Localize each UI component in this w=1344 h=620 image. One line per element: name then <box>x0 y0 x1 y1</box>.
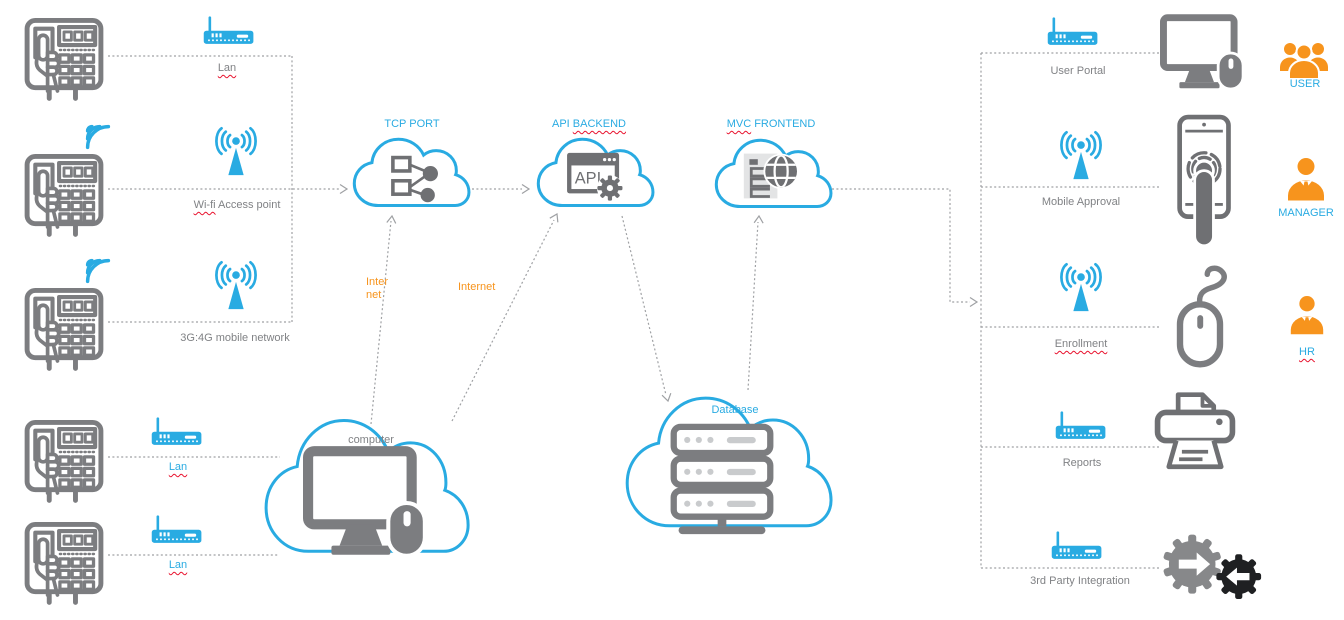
api-browser-icon: API <box>567 152 623 202</box>
integration-router-icon <box>1050 530 1104 565</box>
user-group-icon <box>1280 43 1328 80</box>
internet-annotation: Internet <box>458 281 496 293</box>
lan-label: Lan <box>217 62 237 74</box>
mvc-frontend-title: MVC FRONTEND <box>726 118 816 130</box>
biometric-terminal-icon <box>23 148 105 242</box>
api-backend-title: API BACKEND <box>552 118 626 130</box>
mobile-network-label: 3G:4G mobile network <box>180 332 290 344</box>
mobile-approval-wifi-icon <box>1058 130 1104 184</box>
reports-label: Reports <box>1062 457 1102 469</box>
user-portal-monitor-icon <box>1160 14 1250 92</box>
lan-router-icon <box>202 15 256 50</box>
wifi-access-point-icon <box>213 126 259 180</box>
lan-label: Lan <box>168 559 188 571</box>
enrollment-wifi-icon <box>1058 262 1104 316</box>
server-rack-icon <box>670 423 774 535</box>
hr-actor-label: HR <box>1299 346 1315 358</box>
biometric-terminal-icon <box>23 516 105 610</box>
tcp-port-title: TCP PORT <box>384 118 440 130</box>
gear-icon <box>596 175 623 202</box>
computer-title: computer <box>348 434 394 446</box>
reports-router-icon <box>1054 410 1108 445</box>
lan-router-icon <box>150 416 204 451</box>
biometric-terminal-icon <box>23 12 105 106</box>
phone-fingerprint-icon <box>1177 114 1231 248</box>
lan-router-icon <box>150 514 204 549</box>
user-actor-label: USER <box>1289 78 1321 90</box>
biometric-terminal-icon <box>23 414 105 508</box>
wifi-access-point-label: Wi-fi Access point <box>193 199 281 211</box>
user-portal-router-icon <box>1046 16 1100 51</box>
mouse-icon <box>1176 265 1227 368</box>
server-globe-icon <box>743 153 799 199</box>
network-nodes-icon <box>391 155 438 203</box>
user-portal-label: User Portal <box>1050 65 1106 77</box>
mobile-approval-label: Mobile Approval <box>1041 196 1121 208</box>
internet-annotation: Inter net <box>366 276 389 301</box>
wifi-waves-icon <box>85 258 111 284</box>
wifi-waves-icon <box>85 124 111 150</box>
biometric-terminal-icon <box>23 282 105 376</box>
api-icon-text: API <box>575 170 601 188</box>
desktop-computer-icon <box>303 446 435 560</box>
enrollment-label: Enrollment <box>1054 338 1108 350</box>
gears-integration-icon <box>1163 534 1262 599</box>
integration-label: 3rd Party Integration <box>1030 575 1130 587</box>
lan-label: Lan <box>168 461 188 473</box>
gear-arrow-left-icon <box>1216 554 1262 599</box>
database-title: Database <box>711 404 759 416</box>
manager-actor-label: MANAGER <box>1278 207 1334 219</box>
gear-arrow-right-icon <box>1163 534 1221 594</box>
hr-person-icon <box>1289 294 1325 335</box>
printer-icon <box>1154 392 1236 470</box>
mobile-network-antenna-icon <box>213 260 259 314</box>
manager-person-icon <box>1286 156 1326 201</box>
